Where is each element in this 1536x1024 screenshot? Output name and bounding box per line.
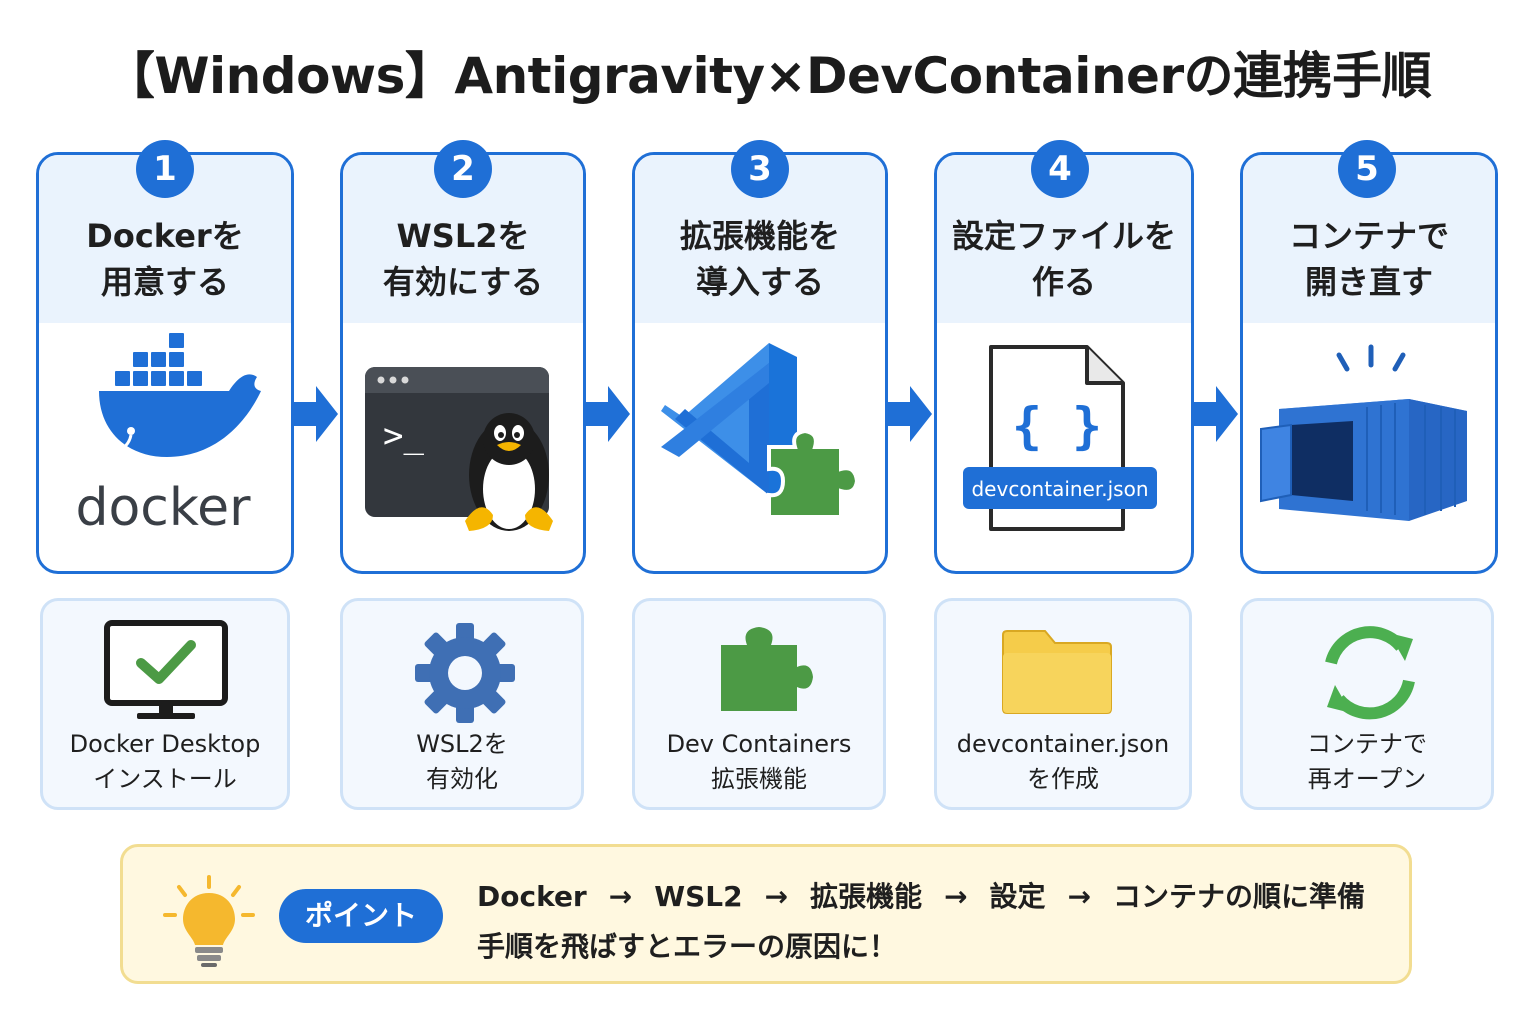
step-title-line2: 作る — [1031, 263, 1096, 301]
flow-step: コンテナの順に準備 — [1113, 880, 1366, 913]
flow-step: WSL2 — [654, 880, 743, 913]
sub-label-line2: を作成 — [1027, 765, 1099, 793]
sub-label: コンテナで 再オープン — [1243, 727, 1491, 797]
sub-card-container: コンテナで 再オープン — [1240, 598, 1494, 810]
flow-step: 拡張機能 — [810, 880, 923, 913]
sub-label: WSL2を 有効化 — [343, 727, 581, 797]
step-number-badge: 1 — [136, 140, 194, 198]
vscode-icon — [661, 343, 797, 515]
sub-label: Docker Desktop インストール — [43, 727, 287, 797]
step-title: 拡張機能を 導入する — [635, 213, 885, 305]
lightbulb-icon — [163, 875, 255, 967]
sub-label-line1: devcontainer.json — [956, 730, 1170, 758]
sub-label: Dev Containers 拡張機能 — [635, 727, 883, 797]
docker-art: docker — [39, 325, 291, 571]
vscode-art — [635, 325, 885, 571]
step-card-config: 設定ファイルを 作る { } devcontainer.json — [934, 152, 1194, 574]
wsl-art: >_ — [343, 325, 583, 571]
puzzle-icon — [767, 428, 860, 519]
json-file-label: devcontainer.json — [971, 477, 1148, 501]
step-card-docker: Dockerを 用意する docker — [36, 152, 294, 574]
point-note: 手順を飛ばすとエラーの原因に！ — [477, 930, 898, 963]
sub-label-line2: 有効化 — [426, 765, 498, 793]
flow-arrow: → — [764, 880, 789, 913]
point-flow-line: Docker → WSL2 → 拡張機能 → 設定 → コンテナの順に準備 — [477, 875, 1365, 915]
step-title: Dockerを 用意する — [39, 213, 291, 305]
step-title: コンテナで 開き直す — [1243, 213, 1495, 305]
flow-arrow: → — [944, 880, 968, 913]
step-title-line2: 用意する — [100, 263, 229, 301]
step-card-container: コンテナで 開き直す — [1240, 152, 1498, 574]
gear-icon — [415, 623, 515, 723]
sub-label-line2: インストール — [93, 765, 237, 793]
json-braces: { } — [1012, 397, 1102, 455]
step-title-line1: コンテナで — [1288, 217, 1449, 255]
step-card-extension: 拡張機能を 導入する — [632, 152, 888, 574]
sub-label: devcontainer.json を作成 — [937, 727, 1189, 797]
step-title-line1: WSL2を — [396, 217, 530, 255]
sub-label-line2: 拡張機能 — [711, 765, 807, 793]
penguin-icon — [465, 413, 553, 531]
monitor-check-icon — [104, 620, 228, 719]
sub-card-config: devcontainer.json を作成 — [934, 598, 1192, 810]
arrow-right-icon — [586, 386, 630, 442]
step-number-badge: 2 — [434, 140, 492, 198]
step-title-line1: 拡張機能を — [679, 217, 840, 255]
config-art: { } devcontainer.json — [937, 325, 1191, 571]
step-title: WSL2を 有効にする — [343, 213, 583, 305]
docker-whale-icon: docker — [75, 333, 261, 538]
point-box: ポイント Docker → WSL2 → 拡張機能 → 設定 → コンテナの順に準備 手順を飛ば… — [120, 844, 1412, 984]
sub-card-wsl2: WSL2を 有効化 — [340, 598, 584, 810]
sub-label-line2: 再オープン — [1307, 765, 1427, 793]
flow-arrow: → — [608, 880, 633, 913]
step-number-badge: 3 — [731, 140, 789, 198]
step-number-badge: 5 — [1338, 140, 1396, 198]
docker-logo-text: docker — [75, 478, 251, 538]
step-number-badge: 4 — [1031, 140, 1089, 198]
point-badge: ポイント — [279, 889, 443, 943]
arrow-right-icon — [294, 386, 338, 442]
step-title: 設定ファイルを 作る — [937, 213, 1191, 305]
arrow-right-icon — [888, 386, 932, 442]
sub-label-line1: Docker Desktop — [69, 730, 261, 758]
sub-label-line1: Dev Containers — [666, 730, 852, 758]
arrow-right-icon — [1194, 386, 1238, 442]
folder-icon — [1002, 630, 1112, 714]
container-art — [1243, 325, 1495, 571]
step-title-line1: Dockerを — [86, 217, 244, 255]
flow-step: 設定 — [989, 880, 1046, 913]
step-title-line2: 有効にする — [382, 263, 544, 301]
page-title: 【Windows】Antigravity×DevContainerの連携手順 — [104, 47, 1432, 105]
step-title-line2: 開き直す — [1304, 263, 1433, 301]
step-title-line1: 設定ファイルを — [951, 217, 1176, 255]
sub-card-docker-desktop: Docker Desktop インストール — [40, 598, 290, 810]
json-file-icon: { } devcontainer.json — [963, 345, 1157, 531]
flow-arrow: → — [1067, 880, 1092, 913]
refresh-icon — [1325, 626, 1415, 720]
terminal-prompt: >_ — [383, 416, 424, 456]
puzzle-icon — [721, 627, 813, 711]
step-card-wsl2: WSL2を 有効にする >_ — [340, 152, 586, 574]
sub-label-line1: コンテナで — [1307, 730, 1427, 758]
flow-step: Docker — [477, 880, 587, 913]
sub-card-extension: Dev Containers 拡張機能 — [632, 598, 886, 810]
step-title-line2: 導入する — [695, 263, 824, 301]
shipping-container-icon — [1260, 344, 1467, 521]
sub-label-line1: WSL2を — [416, 730, 508, 758]
